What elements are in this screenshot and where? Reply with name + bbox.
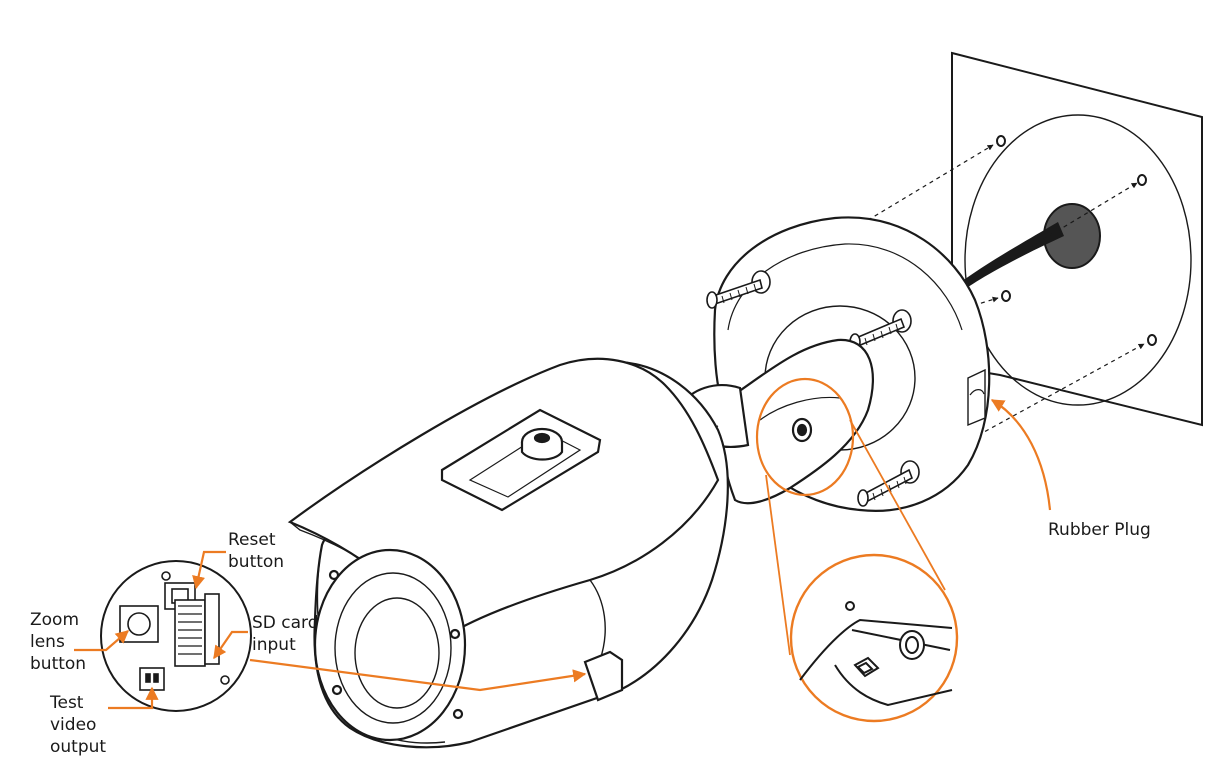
zoom-leader — [74, 630, 129, 652]
wall-plate — [951, 51, 1203, 427]
zoom-lens-button-label: Zoom lens button — [30, 610, 87, 674]
reset-leader — [192, 550, 226, 590]
inset-to-camera-arrow — [249, 658, 587, 692]
test-video-leader — [108, 686, 159, 710]
zoom-inset — [789, 553, 959, 723]
test-video-output-label: Test video output — [50, 693, 107, 757]
leader-lines — [74, 399, 1052, 710]
rubber-plug-arrow — [990, 399, 1052, 511]
rubber-plug-label: Rubber Plug — [1048, 520, 1151, 540]
sd-card-input-label: SD card input — [252, 613, 319, 655]
screw-bottom — [857, 460, 920, 507]
screw-top — [706, 270, 771, 309]
camera-body — [287, 357, 729, 749]
reset-button-label: Reset button — [228, 530, 285, 572]
back-panel-inset — [100, 560, 252, 712]
sd-leader — [213, 630, 248, 660]
highlight-circles — [755, 377, 946, 656]
